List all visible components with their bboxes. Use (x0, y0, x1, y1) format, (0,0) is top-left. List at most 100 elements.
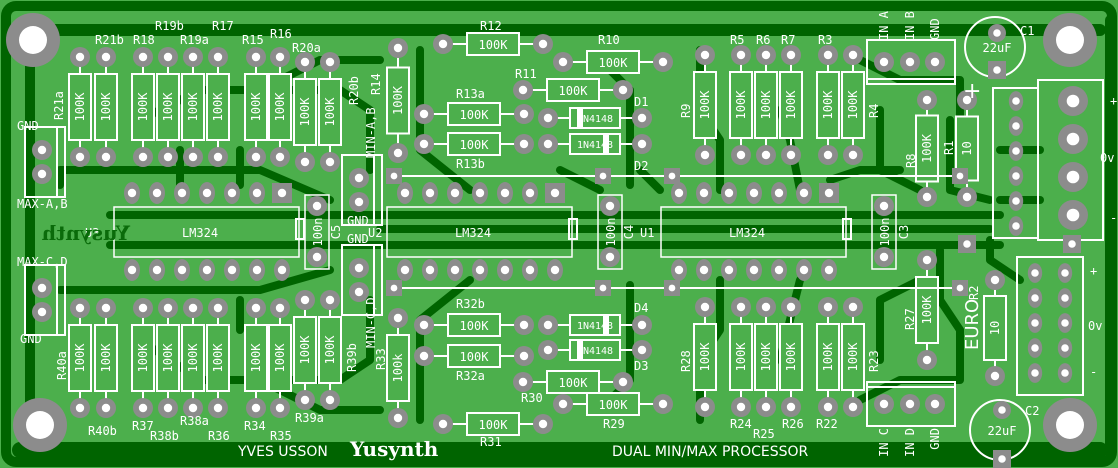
capacitor-value: 100n (604, 218, 618, 247)
routing-trace (56, 266, 334, 294)
resistor-ref-label: R17 (212, 19, 234, 33)
resistor-body (206, 324, 230, 392)
drill-hole (163, 403, 173, 413)
pad (246, 47, 266, 67)
resistor-r14: 100K (386, 38, 410, 163)
drill-hole (749, 188, 759, 198)
resistor-r37: 100K (131, 298, 155, 418)
drill-hole (419, 139, 429, 149)
resistor-ref-label: R3 (818, 33, 832, 47)
drill-hole (425, 265, 435, 275)
drill-hole (1066, 94, 1080, 108)
resistor-r27: 100K (915, 250, 939, 370)
drill-hole (550, 265, 560, 275)
pad (917, 250, 937, 270)
resistor-ref-label: R1 (942, 141, 956, 155)
drill-hole (354, 287, 364, 297)
resistor-r2: 10 (983, 270, 1007, 386)
drill-hole (930, 57, 940, 67)
drill-hole (998, 406, 1006, 414)
pad (96, 298, 116, 318)
resistor-ref-label: R38b (150, 429, 179, 443)
euro-plus-label: + (1090, 264, 1097, 278)
connector-min-cd-gnd-label: GND (347, 232, 369, 246)
drill-hole (990, 371, 1000, 381)
drill-hole (823, 150, 833, 160)
drill-hole (1012, 97, 1020, 105)
drill-hole (300, 57, 310, 67)
pad (671, 259, 687, 281)
pad (447, 182, 463, 204)
pad (1008, 116, 1024, 136)
pad (1027, 363, 1043, 383)
drill-hole (848, 150, 858, 160)
mounting-hole-drill (1056, 26, 1084, 54)
resistor-r33: 100k (386, 308, 410, 428)
pad (653, 394, 673, 414)
pad (843, 45, 863, 65)
resistor-body (268, 324, 292, 392)
drill-hole (1061, 319, 1069, 327)
drill-hole (1031, 344, 1039, 352)
pad (900, 52, 920, 72)
pad (158, 298, 178, 318)
pad (514, 346, 534, 366)
pad (595, 168, 611, 184)
resistor-body (68, 324, 92, 392)
resistor-body (386, 66, 410, 135)
pad (756, 297, 776, 317)
ic-ref-label: U3 (85, 226, 99, 240)
routing-trace (56, 166, 334, 204)
drill-hole (1066, 132, 1080, 146)
drill-hole (700, 302, 710, 312)
resistor-r13b: 100K (414, 132, 534, 156)
drill-hole (37, 169, 47, 179)
pad (818, 297, 838, 317)
ic-value: LM324 (729, 226, 765, 240)
resistor-r9: 100K (693, 45, 717, 165)
ic-u3: LM324 (113, 182, 305, 281)
resistor-value: 100K (734, 342, 748, 372)
pad (900, 394, 920, 414)
pad (1027, 338, 1043, 358)
pad (183, 147, 203, 167)
resistor-value: 100K (821, 90, 835, 120)
resistor-value: 100K (784, 90, 798, 120)
drill-hole (637, 113, 647, 123)
pad (533, 414, 553, 434)
resistor-ref-label: R39b (345, 343, 359, 372)
mounting-hole-drill (26, 411, 54, 439)
resistor-value: 100K (323, 335, 337, 365)
pad (985, 270, 1005, 290)
resistor-body (244, 324, 268, 392)
ic-outline (113, 206, 300, 258)
pad (70, 47, 90, 67)
drill-hole (724, 188, 734, 198)
pad (149, 182, 165, 204)
drill-hole (658, 57, 668, 67)
drill-hole (879, 57, 889, 67)
pad (208, 47, 228, 67)
capacitor-value: 22uF (988, 424, 1017, 438)
pad (270, 298, 290, 318)
pad (756, 145, 776, 165)
drill-hole (138, 152, 148, 162)
drill-hole (1012, 122, 1020, 130)
drill-hole (252, 188, 262, 198)
resistor-body (447, 132, 501, 156)
power-connector-euro (1016, 256, 1084, 396)
pad (32, 278, 52, 298)
pad (522, 182, 538, 204)
drill-hole (101, 303, 111, 313)
capacitor-ref-label: C2 (1025, 404, 1039, 418)
drill-hole (312, 252, 322, 262)
capacitor-outline (871, 194, 897, 270)
drill-hole (761, 302, 771, 312)
resistor-value: 100K (460, 108, 490, 122)
resistor-value: 100K (846, 342, 860, 372)
drill-hole (674, 265, 684, 275)
resistor-ref-label: R15 (242, 33, 264, 47)
resistor-body (983, 295, 1007, 361)
pad (538, 134, 558, 154)
pad (781, 397, 801, 417)
